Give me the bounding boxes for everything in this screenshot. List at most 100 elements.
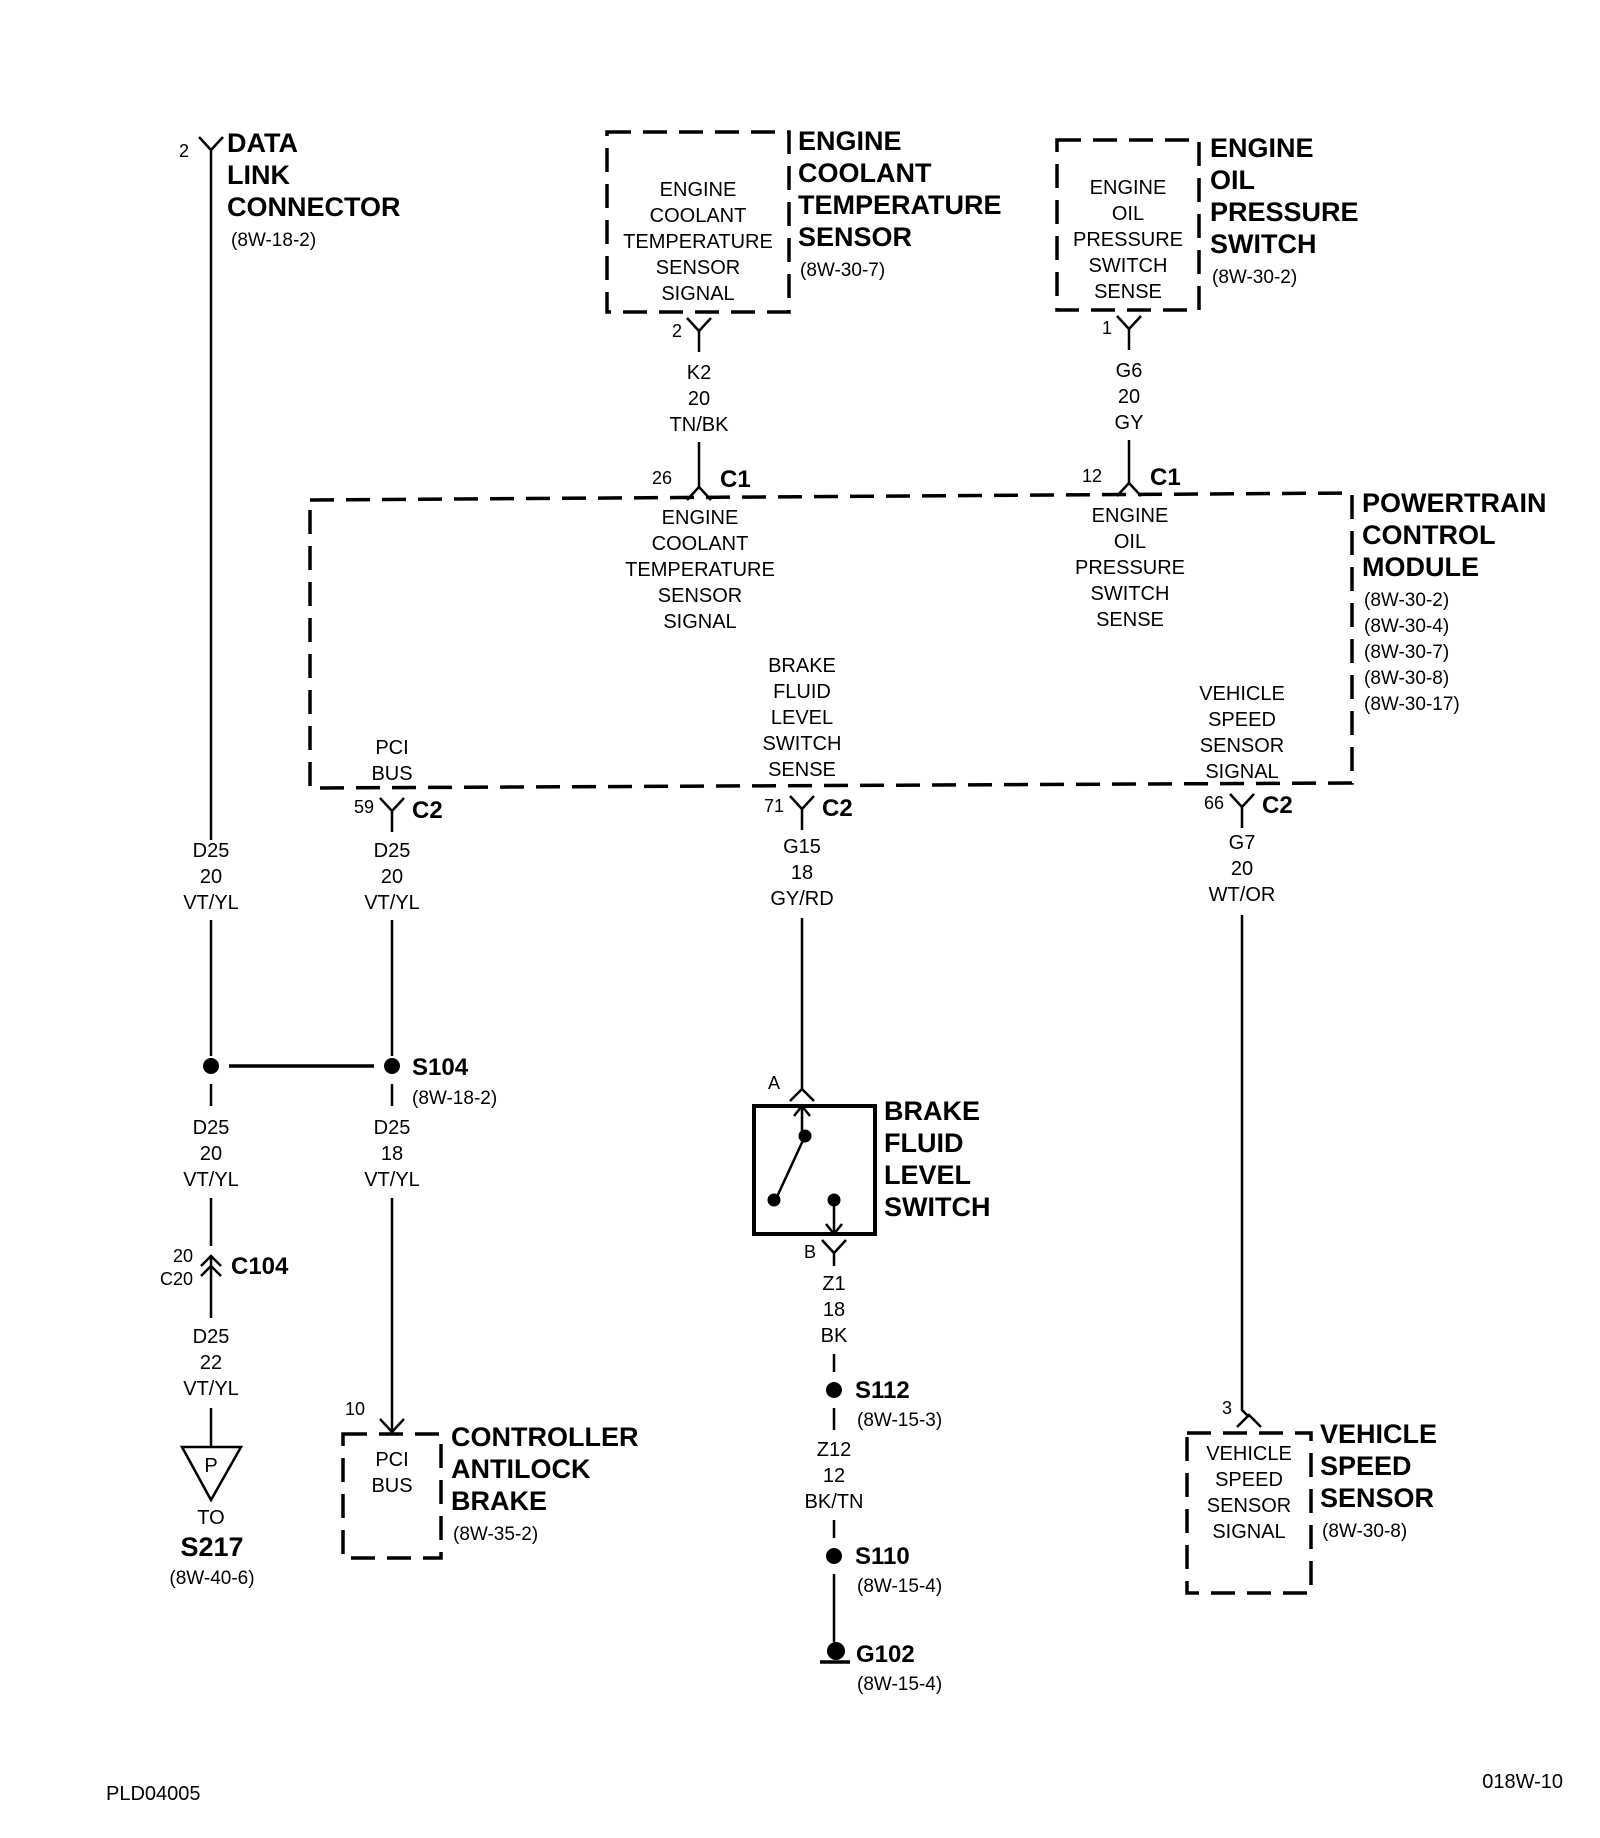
left-d25-1: D25	[193, 1117, 230, 1139]
switch-contact-bottom	[825, 1200, 843, 1237]
dlc-pin: 2	[179, 141, 189, 161]
pcm-ect-label-4: SENSOR	[658, 585, 742, 607]
pcm-oil-label-5: SENSE	[1096, 609, 1164, 631]
s104-d25-2: 18	[381, 1143, 403, 1165]
g15-wire	[789, 918, 815, 1102]
ect-inner-2: COOLANT	[650, 205, 747, 227]
ect-inner-4: SENSOR	[656, 257, 740, 279]
pcm-c2-pci-conn: C2	[412, 797, 443, 824]
s217-to: TO	[197, 1507, 224, 1529]
c104-pin-bottom: C20	[160, 1269, 193, 1289]
brake-switch-title-1: BRAKE	[884, 1096, 980, 1126]
pcm-ect-label-1: ENGINE	[662, 507, 739, 529]
ground-circuit: Z1 18 BK S112 (8W-15-3) Z12 12 BK/TN S11…	[805, 1273, 943, 1695]
pcm-pci-label-2: BUS	[371, 763, 412, 785]
vss-c2-connector	[1229, 793, 1255, 828]
ect-inner-3: TEMPERATURE	[623, 231, 773, 253]
vss-title-3: SENSOR	[1320, 1483, 1434, 1513]
z12-3: BK/TN	[805, 1491, 864, 1513]
s110-dot	[826, 1548, 842, 1564]
oil-wire-1: G6	[1116, 360, 1143, 382]
pcm-title-2: CONTROL	[1362, 520, 1495, 550]
g15-2: 18	[791, 862, 813, 884]
abs-pin: 10	[345, 1399, 365, 1419]
c104-pin-top: 20	[173, 1246, 193, 1266]
pcm-ect-label-5: SIGNAL	[663, 611, 736, 633]
s104-d25-1: D25	[374, 1117, 411, 1139]
brake-b-connector	[821, 1239, 847, 1266]
z1-2: 18	[823, 1299, 845, 1321]
pcm-ect-label-3: TEMPERATURE	[625, 559, 775, 581]
z12-2: 12	[823, 1465, 845, 1487]
s217-ref: (8W-40-6)	[169, 1568, 254, 1589]
g15-1: G15	[783, 836, 821, 858]
pcm-c1-ect-pin: 26	[652, 468, 672, 488]
ect-inner-1: ENGINE	[660, 179, 737, 201]
s217-triangle-icon	[179, 1445, 244, 1503]
oil-wire-line	[1116, 440, 1142, 497]
oil-pin: 1	[1102, 318, 1112, 338]
ect-wire-line	[686, 442, 712, 501]
dlc-d25-3: VT/YL	[183, 892, 239, 914]
dlc-title-2: LINK	[227, 160, 290, 190]
oil-inner-5: SENSE	[1094, 281, 1162, 303]
engine-coolant-temperature-sensor: ENGINE COOLANT TEMPERATURE SENSOR SIGNAL…	[605, 126, 1002, 501]
oil-connector	[1116, 315, 1142, 350]
vss-inner-4: SIGNAL	[1212, 1521, 1285, 1543]
switch-blade	[774, 1135, 807, 1200]
dlc-d25-2: 20	[200, 866, 222, 888]
switch-contact-icon	[767, 1103, 843, 1237]
pcm-brake-label-3: LEVEL	[771, 707, 833, 729]
ect-wire-2: 20	[688, 388, 710, 410]
left-d25-2: 20	[200, 1143, 222, 1165]
abs-ref: (8W-35-2)	[453, 1524, 538, 1545]
vss-inner-2: SPEED	[1215, 1469, 1283, 1491]
dlc-title-1: DATA	[227, 128, 298, 158]
g7-1: G7	[1229, 832, 1256, 854]
oil-inner-1: ENGINE	[1090, 177, 1167, 199]
pcm-c1-oil-conn: C1	[1150, 464, 1181, 491]
pcm-brake-label-4: SWITCH	[763, 733, 842, 755]
ect-sensor-box	[605, 130, 791, 314]
pcm-ref-2: (8W-30-4)	[1364, 616, 1449, 637]
ect-title-2: COOLANT	[798, 158, 932, 188]
switch-contact-left-dot	[767, 1193, 781, 1207]
junction-dot	[203, 1058, 219, 1074]
g102-ref: (8W-15-4)	[857, 1674, 942, 1695]
pcm-title-3: MODULE	[1362, 552, 1479, 582]
c104-name: C104	[231, 1253, 289, 1280]
oil-inner-4: SWITCH	[1089, 255, 1168, 277]
pcm-ref-1: (8W-30-2)	[1364, 590, 1449, 611]
pcm-brake-label-5: SENSE	[768, 759, 836, 781]
pcm-ref-5: (8W-30-17)	[1364, 694, 1460, 715]
pci-d25-1: D25	[374, 840, 411, 862]
g15-3: GY/RD	[770, 888, 833, 910]
pcm-title-1: POWERTRAIN	[1362, 488, 1547, 518]
pcm-ref-4: (8W-30-8)	[1364, 668, 1449, 689]
pcm-oil-label-2: OIL	[1114, 531, 1146, 553]
pcm-brake-label-1: BRAKE	[768, 655, 836, 677]
vss-inner-3: SENSOR	[1207, 1495, 1291, 1517]
g7-3: WT/OR	[1209, 884, 1276, 906]
controller-antilock-brake: 10 PCI BUS CONTROLLER ANTILOCK BRAKE (8W…	[341, 1399, 638, 1560]
pci-d25-2: 20	[381, 866, 403, 888]
dlc-d25-1: D25	[193, 840, 230, 862]
c104-d25-2: 22	[200, 1352, 222, 1374]
pci-d25-3: VT/YL	[364, 892, 420, 914]
dlc-title-3: CONNECTOR	[227, 192, 401, 222]
oil-title-4: SWITCH	[1210, 229, 1316, 259]
ect-pin: 2	[672, 321, 682, 341]
s104-dot	[384, 1058, 400, 1074]
oil-ref: (8W-30-2)	[1212, 267, 1297, 288]
s112-name: S112	[855, 1377, 910, 1404]
brake-switch-title-4: SWITCH	[884, 1192, 990, 1222]
vss-title-1: VEHICLE	[1320, 1419, 1437, 1449]
ect-wire-3: TN/BK	[670, 414, 730, 436]
s217-name: S217	[180, 1532, 243, 1562]
pcm-pci-label-1: PCI	[375, 737, 408, 759]
abs-inner-1: PCI	[375, 1449, 408, 1471]
left-d25-3: VT/YL	[183, 1169, 239, 1191]
oil-wire-2: 20	[1118, 386, 1140, 408]
z1-3: BK	[821, 1325, 848, 1347]
s104-name: S104	[412, 1054, 469, 1081]
